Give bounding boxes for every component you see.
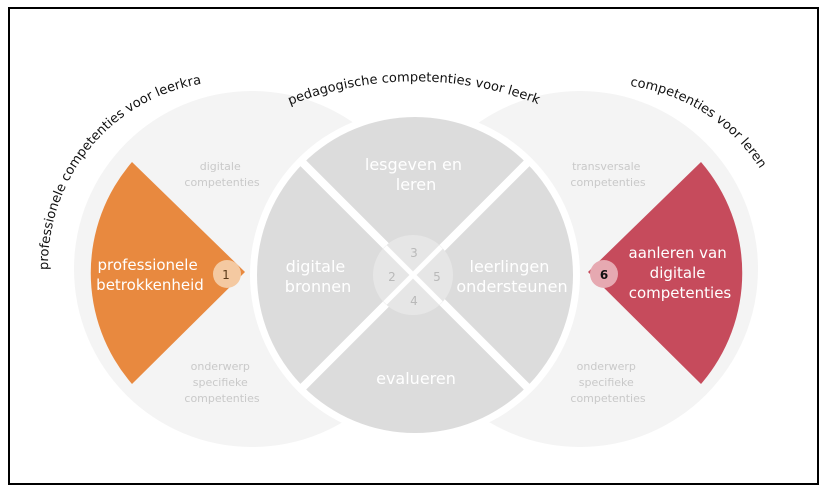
left-top-label: digitale competenties: [184, 160, 259, 189]
center-number-right: 5: [433, 270, 441, 284]
hub-separator: [383, 245, 443, 305]
teaching-learning-label[interactable]: lesgeven en leren: [365, 155, 467, 194]
professional-engagement-wedge[interactable]: [90, 162, 245, 384]
right-bottom-label: onderwerp specifieke competenties: [570, 360, 645, 405]
center-number-bottom: 4: [410, 294, 418, 308]
right-top-label: transversale competenties: [570, 160, 645, 189]
center-number-top: 3: [410, 246, 418, 260]
left-number: 1: [222, 268, 230, 282]
right-number-badge: [590, 260, 618, 288]
professional-engagement-label: professionele betrokkenheid: [96, 256, 204, 294]
digital-resources-label[interactable]: digitale bronnen: [285, 257, 351, 296]
digital-competences-wedge[interactable]: [588, 162, 743, 384]
supporting-learners-label[interactable]: leerlingen ondersteunen: [456, 257, 567, 296]
digital-competences-label: aanleren van digitale competenties: [629, 244, 732, 302]
right-number: 6: [600, 268, 608, 282]
left-bottom-label: onderwerp specifieke competenties: [184, 360, 259, 405]
center-number-left: 2: [388, 270, 396, 284]
left-number-badge: [213, 260, 241, 288]
assessment-label[interactable]: evalueren: [376, 369, 456, 388]
